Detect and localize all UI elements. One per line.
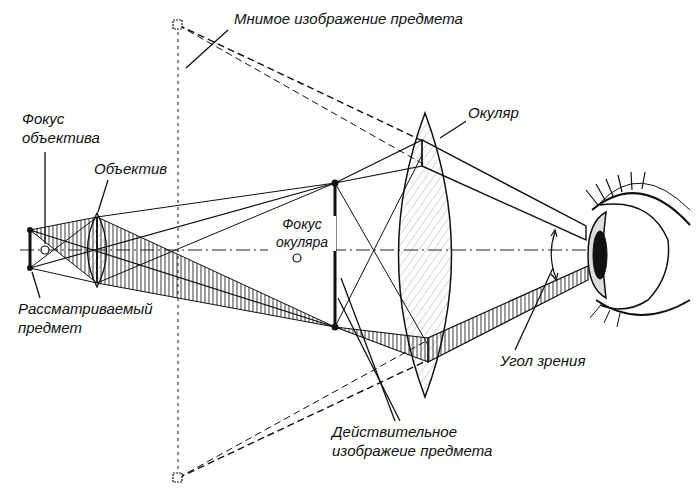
part-label: Рассматриваемый предмет	[16, 300, 170, 338]
leader-lines-part	[32, 272, 40, 298]
part-label: Окуляр	[466, 104, 521, 123]
part-label: Объектив	[92, 160, 169, 179]
eye	[586, 172, 690, 327]
objective-lens	[88, 213, 107, 287]
object	[27, 227, 33, 271]
eyepiece-lens	[399, 113, 452, 397]
angle-of-vision	[551, 230, 558, 280]
leader-lines	[32, 30, 553, 421]
part-label: Угол зрения	[498, 352, 587, 371]
leader-lines-part	[341, 278, 395, 421]
eye-part	[600, 204, 669, 309]
real-image-part	[332, 324, 339, 331]
eye-part	[590, 306, 620, 327]
object-part	[27, 265, 33, 271]
eye-part	[592, 193, 690, 225]
angle-of-vision-part	[551, 273, 558, 280]
eyepiece-beams-part	[428, 266, 588, 362]
objective-beams-part	[97, 183, 335, 283]
eye-part	[588, 212, 606, 298]
virtual-image-part	[178, 25, 425, 165]
eye-part	[596, 300, 690, 315]
eyepiece-focus	[293, 254, 301, 262]
leader-lines-part	[440, 120, 468, 138]
part-label: Мнимое изображение предмета	[232, 10, 465, 29]
objective-beams-part	[30, 183, 335, 268]
real-image	[332, 180, 339, 331]
real-image-part	[334, 183, 337, 327]
leader-lines-part	[98, 180, 108, 212]
eye-part	[593, 231, 607, 279]
virtual-image-part	[178, 25, 425, 142]
virtual-image-part	[178, 25, 179, 478]
eyepiece-beams	[335, 140, 588, 362]
virtual-image	[173, 20, 428, 482]
angle-of-vision-part	[551, 230, 557, 237]
part-label: Фокус окуляра	[268, 216, 336, 251]
part-label: Фокус объектива	[20, 110, 104, 148]
objective-focus	[41, 246, 49, 254]
leader-lines-part	[186, 30, 228, 68]
leader-lines-part	[44, 152, 45, 244]
virtual-image-part	[173, 20, 182, 29]
object-part	[29, 230, 32, 268]
eye-part	[586, 172, 645, 205]
leader-lines-part	[515, 268, 553, 350]
virtual-image-part	[173, 473, 182, 482]
eye-part	[600, 183, 690, 210]
part-label: Действительное изображеие предмета	[330, 423, 524, 461]
object-part	[27, 227, 33, 233]
real-image-part	[332, 180, 339, 187]
leader-lines-part	[338, 298, 400, 421]
